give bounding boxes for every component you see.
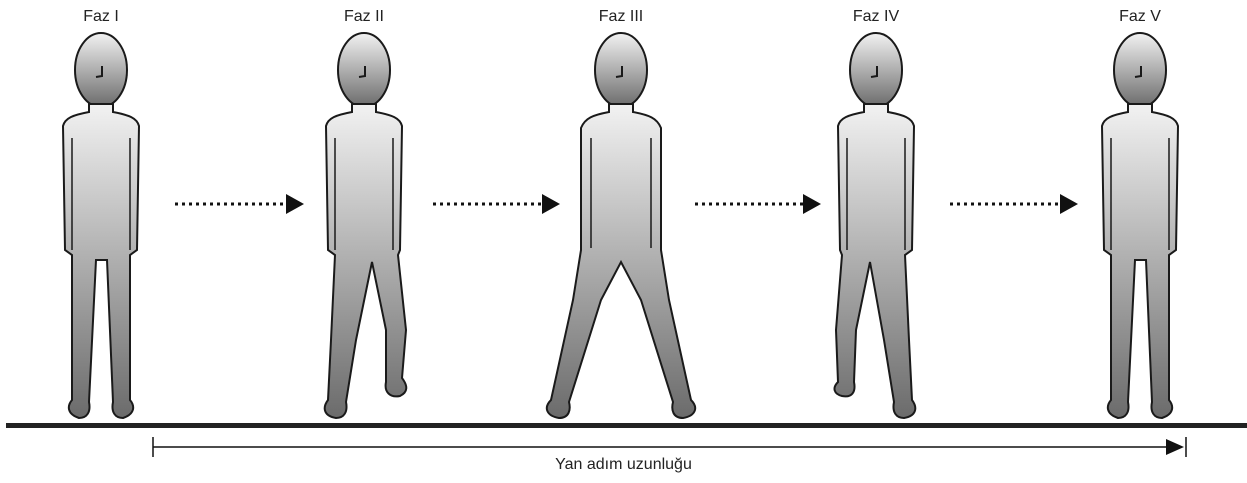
transition-arrow-2	[433, 194, 560, 214]
step-length-label: Yan adım uzunluğu	[0, 455, 1247, 475]
step-length-measure	[153, 437, 1186, 457]
ground-line	[6, 423, 1247, 428]
figure-phase-4	[835, 33, 916, 418]
transition-arrow-4	[950, 194, 1078, 214]
figure-phase-1	[63, 33, 139, 418]
figure-phase-3	[547, 33, 695, 418]
transition-arrow-3	[695, 194, 821, 214]
figure-phase-5	[1102, 33, 1178, 418]
figure-phase-2	[325, 33, 407, 418]
transition-arrow-1	[175, 194, 304, 214]
